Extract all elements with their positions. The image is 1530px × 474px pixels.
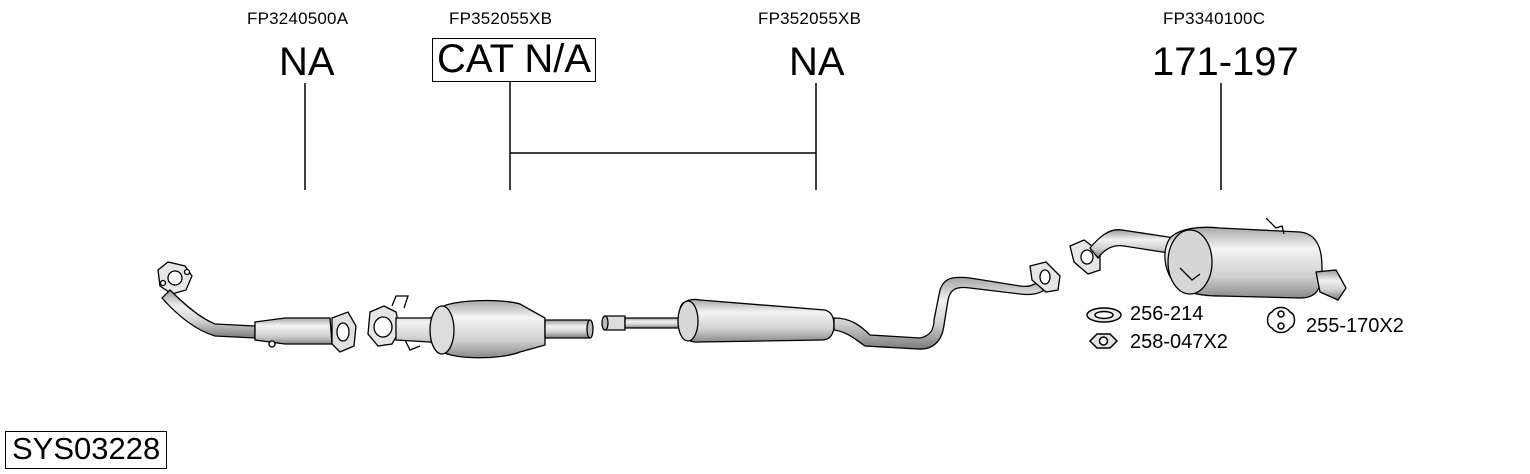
- section-2-value: CAT N/A: [432, 38, 597, 82]
- rear-silencer-part: [1069, 217, 1347, 301]
- catalytic-converter-part: [367, 295, 594, 359]
- system-code-box: SYS03228: [5, 431, 168, 469]
- gasket-ring-icon: [1086, 307, 1122, 323]
- front-pipe-part: [157, 261, 357, 353]
- hex-nut-icon: [1088, 333, 1119, 349]
- accessory-nut-label: 258-047X2: [1130, 331, 1228, 353]
- accessory-gasket-label: 256-214: [1130, 303, 1204, 325]
- section-3-part-code: FP352055XB: [758, 9, 862, 28]
- accessory-hanger-label: 255-170X2: [1306, 315, 1404, 337]
- section-1-part-code: FP3240500A: [247, 9, 349, 28]
- section-3-value: NA: [789, 40, 845, 84]
- section-4-value: 171-197: [1152, 40, 1299, 84]
- section-2-part-code: FP352055XB: [449, 9, 553, 28]
- middle-section-part: [601, 261, 1061, 350]
- rubber-hanger-icon: [1266, 306, 1296, 334]
- section-4-part-code: FP3340100C: [1163, 9, 1266, 28]
- section-1-value: NA: [279, 40, 335, 84]
